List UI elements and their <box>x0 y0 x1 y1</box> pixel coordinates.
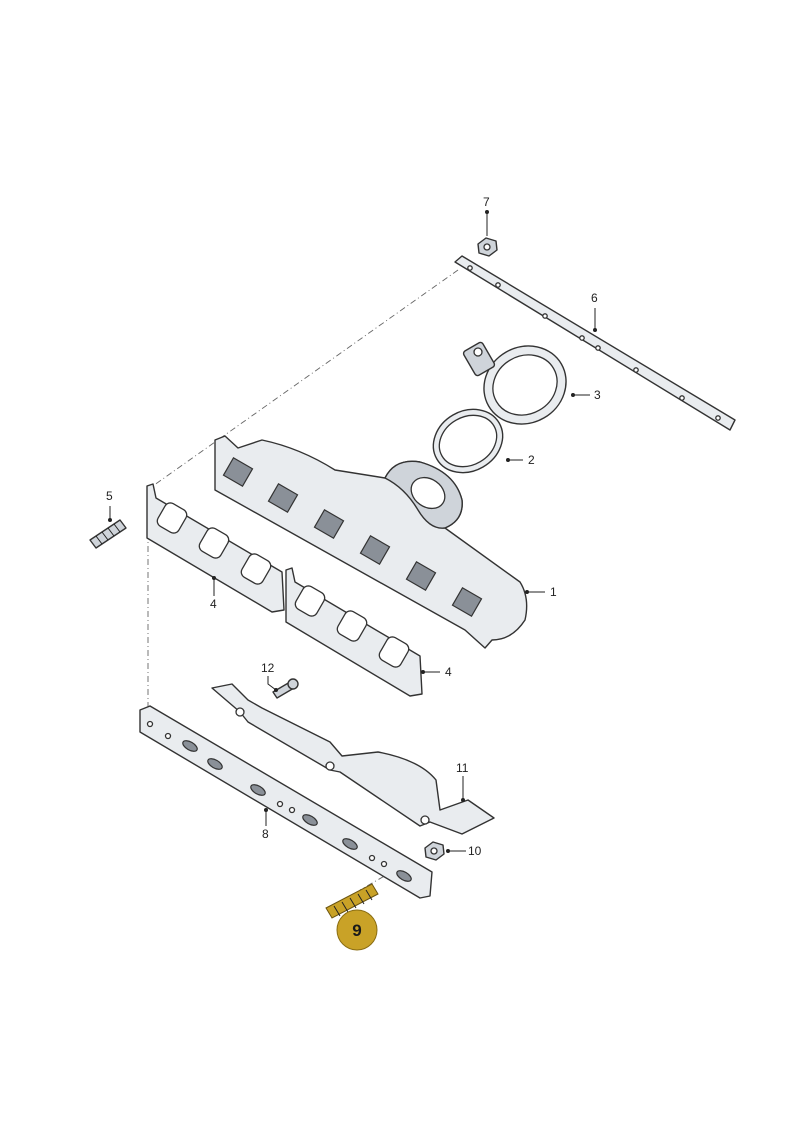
callout-7[interactable]: 7 <box>483 195 490 209</box>
callout-11[interactable]: 11 <box>456 761 469 775</box>
callout-4-left[interactable]: 4 <box>210 597 217 611</box>
part-4-gasket-right[interactable] <box>285 567 423 697</box>
callout-1[interactable]: 1 <box>550 585 557 599</box>
part-1-manifold[interactable] <box>214 435 528 649</box>
callout-9-badge[interactable]: 9 <box>336 909 378 951</box>
part-12-bolt[interactable] <box>272 678 299 699</box>
part-3-clamp[interactable] <box>462 331 580 439</box>
alignment-line-upper <box>149 269 459 489</box>
part-7-nut[interactable] <box>477 237 498 257</box>
callout-6[interactable]: 6 <box>591 291 598 305</box>
callout-2[interactable]: 2 <box>528 453 535 467</box>
callout-3[interactable]: 3 <box>594 388 601 402</box>
part-9-stud-highlighted[interactable] <box>325 883 379 919</box>
manifold-ports <box>222 457 483 617</box>
callout-12[interactable]: 12 <box>261 661 275 675</box>
callout-5[interactable]: 5 <box>106 489 113 503</box>
part-2-ring-gasket[interactable] <box>422 397 514 485</box>
part-6-strip[interactable] <box>454 255 736 431</box>
leader-lines <box>108 210 597 922</box>
part-11-heat-shield[interactable] <box>211 683 495 835</box>
part-5-stud[interactable] <box>89 519 127 549</box>
part-8-flange-rail[interactable] <box>139 705 433 899</box>
badge-circle <box>336 909 378 951</box>
callout-labels: 1 2 3 4 4 5 6 7 8 10 11 12 <box>106 195 601 858</box>
part-4-gasket-left[interactable] <box>146 483 285 613</box>
part-10-nut[interactable] <box>424 841 445 861</box>
callout-9: 9 <box>352 921 361 940</box>
callout-8[interactable]: 8 <box>262 827 269 841</box>
callout-10[interactable]: 10 <box>468 844 482 858</box>
callout-4-right[interactable]: 4 <box>445 665 452 679</box>
